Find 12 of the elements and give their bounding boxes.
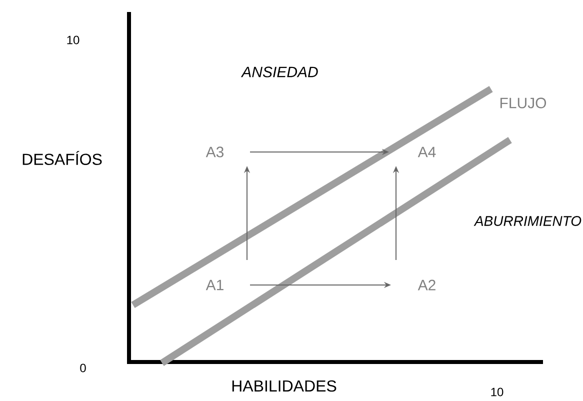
state-label: A2 xyxy=(418,280,436,290)
band-label: FLUJO xyxy=(500,98,546,108)
axis-tick-label: 10 xyxy=(491,388,504,396)
axis-title: HABILIDADES xyxy=(232,380,336,392)
region-label: ABURRIMIENTO xyxy=(474,216,582,226)
state-label: A4 xyxy=(418,146,436,158)
state-label: A1 xyxy=(206,280,224,290)
axis-tick-label: 10 xyxy=(67,36,80,44)
axis-title: DESAFÍOS xyxy=(22,150,102,165)
region-label: ANSIEDAD xyxy=(240,66,318,78)
axis-tick-label: 0 xyxy=(80,364,86,372)
state-label: A3 xyxy=(206,146,224,158)
